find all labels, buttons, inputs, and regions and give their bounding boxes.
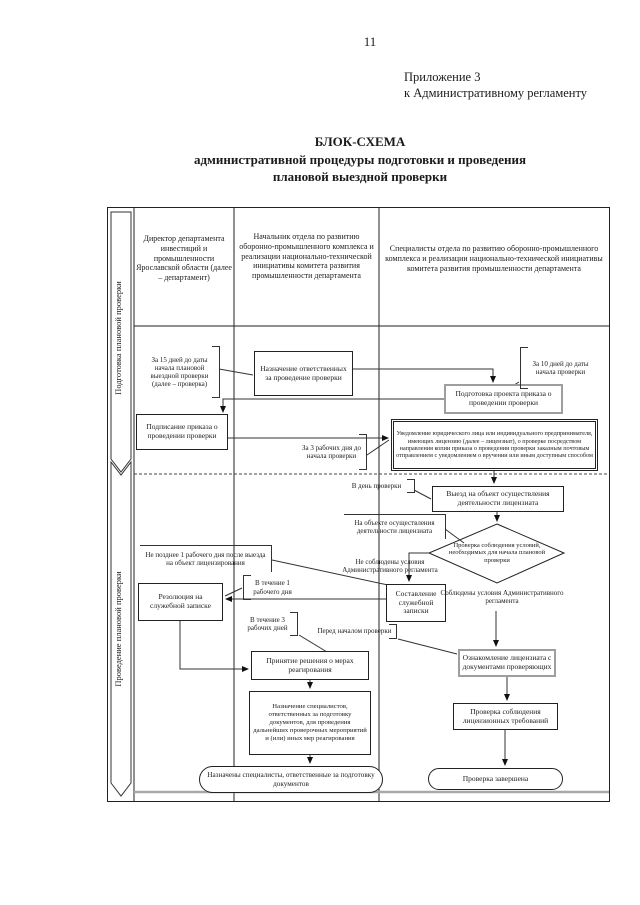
branch-label-conditions-met: Соблюдены условия Административного регл… xyxy=(440,589,564,606)
annotation-on-site: На объекте осуществления деятельности ли… xyxy=(344,514,446,539)
column-header-specialists: Специалисты отдела по развитию оборонно-… xyxy=(385,244,603,273)
node-sign-order: Подписание приказа о проведении проверки xyxy=(136,414,228,450)
terminator-specialists-assigned: Назначены специалисты, ответственные за … xyxy=(199,766,383,793)
doc-title-line-2: административной процедуры подготовки и … xyxy=(193,151,527,167)
node-familiarize-licensee: Ознакомление лицензиата с документами пр… xyxy=(458,649,556,677)
branch-label-conditions-not-met: Не соблюдены условия Административного р… xyxy=(342,558,438,575)
column-header-department-head: Начальник отдела по развитию оборонно-пр… xyxy=(239,232,374,281)
node-draft-order: Подготовка проекта приказа о проведении … xyxy=(444,384,563,414)
node-assign-responsible: Назначение ответственных за проведение п… xyxy=(254,351,353,396)
decision-check-conditions: Проверка соблюдения условий, необходимых… xyxy=(448,541,546,564)
swimlane-label-execution: Проведение плановой проверки xyxy=(113,571,123,687)
node-site-visit: Выезд на объект осуществления деятельнос… xyxy=(432,486,564,512)
node-decision-measures: Принятие решения о мерах реагирования xyxy=(251,651,369,680)
flowchart: Подготовка плановой проверки Проведение … xyxy=(107,207,610,802)
page-number: 11 xyxy=(363,34,377,49)
annotation-on-check-day: В день проверки xyxy=(339,479,415,493)
appendix-line-1: Приложение 3 xyxy=(404,70,481,84)
terminator-check-completed: Проверка завершена xyxy=(428,768,563,790)
annotation-10-days: За 10 дней до даты начала проверки xyxy=(520,347,600,389)
annotation-within-3-days: В течение 3 рабочих дней xyxy=(238,612,298,636)
doc-title: БЛОК-СХЕМА административной процедуры по… xyxy=(90,133,630,186)
column-header-director: Директор департамента инвестиций и промы… xyxy=(136,234,232,283)
swimlane-banner-execution xyxy=(110,460,132,797)
node-assign-specialists: Назначение специалистов, ответственных з… xyxy=(249,691,371,755)
node-check-license-requirements: Проверка соблюдения лицензионных требова… xyxy=(453,703,558,730)
doc-title-line-1: БЛОК-СХЕМА xyxy=(314,134,406,149)
decision-diamond-shape xyxy=(427,523,566,584)
swimlane-banner-preparation xyxy=(110,211,132,473)
annotation-within-1-day: В течение 1 рабочего дня xyxy=(243,575,301,600)
annotation-15-days: За 15 дней до даты начала плановой выезд… xyxy=(140,346,220,398)
annotation-3-working-days: За 3 рабочих дня до начала проверки xyxy=(297,434,367,470)
node-memo: Составление служебной записки xyxy=(386,584,446,622)
swimlane-label-preparation: Подготовка плановой проверки xyxy=(113,281,123,395)
appendix-note: Приложение 3 к Административному регламе… xyxy=(404,70,624,101)
node-notify-licensee: Уведомление юридического лица или индиви… xyxy=(391,419,598,471)
appendix-line-2: к Административному регламенту xyxy=(404,85,588,100)
annotation-not-later-1-day: Не позднее 1 рабочего дня после выезда н… xyxy=(140,545,272,572)
doc-title-line-3: плановой выездной проверки xyxy=(272,169,448,184)
node-resolution: Резолюция на служебной записке xyxy=(138,583,223,621)
annotation-before-check-start: Перед началом проверки xyxy=(313,624,397,639)
